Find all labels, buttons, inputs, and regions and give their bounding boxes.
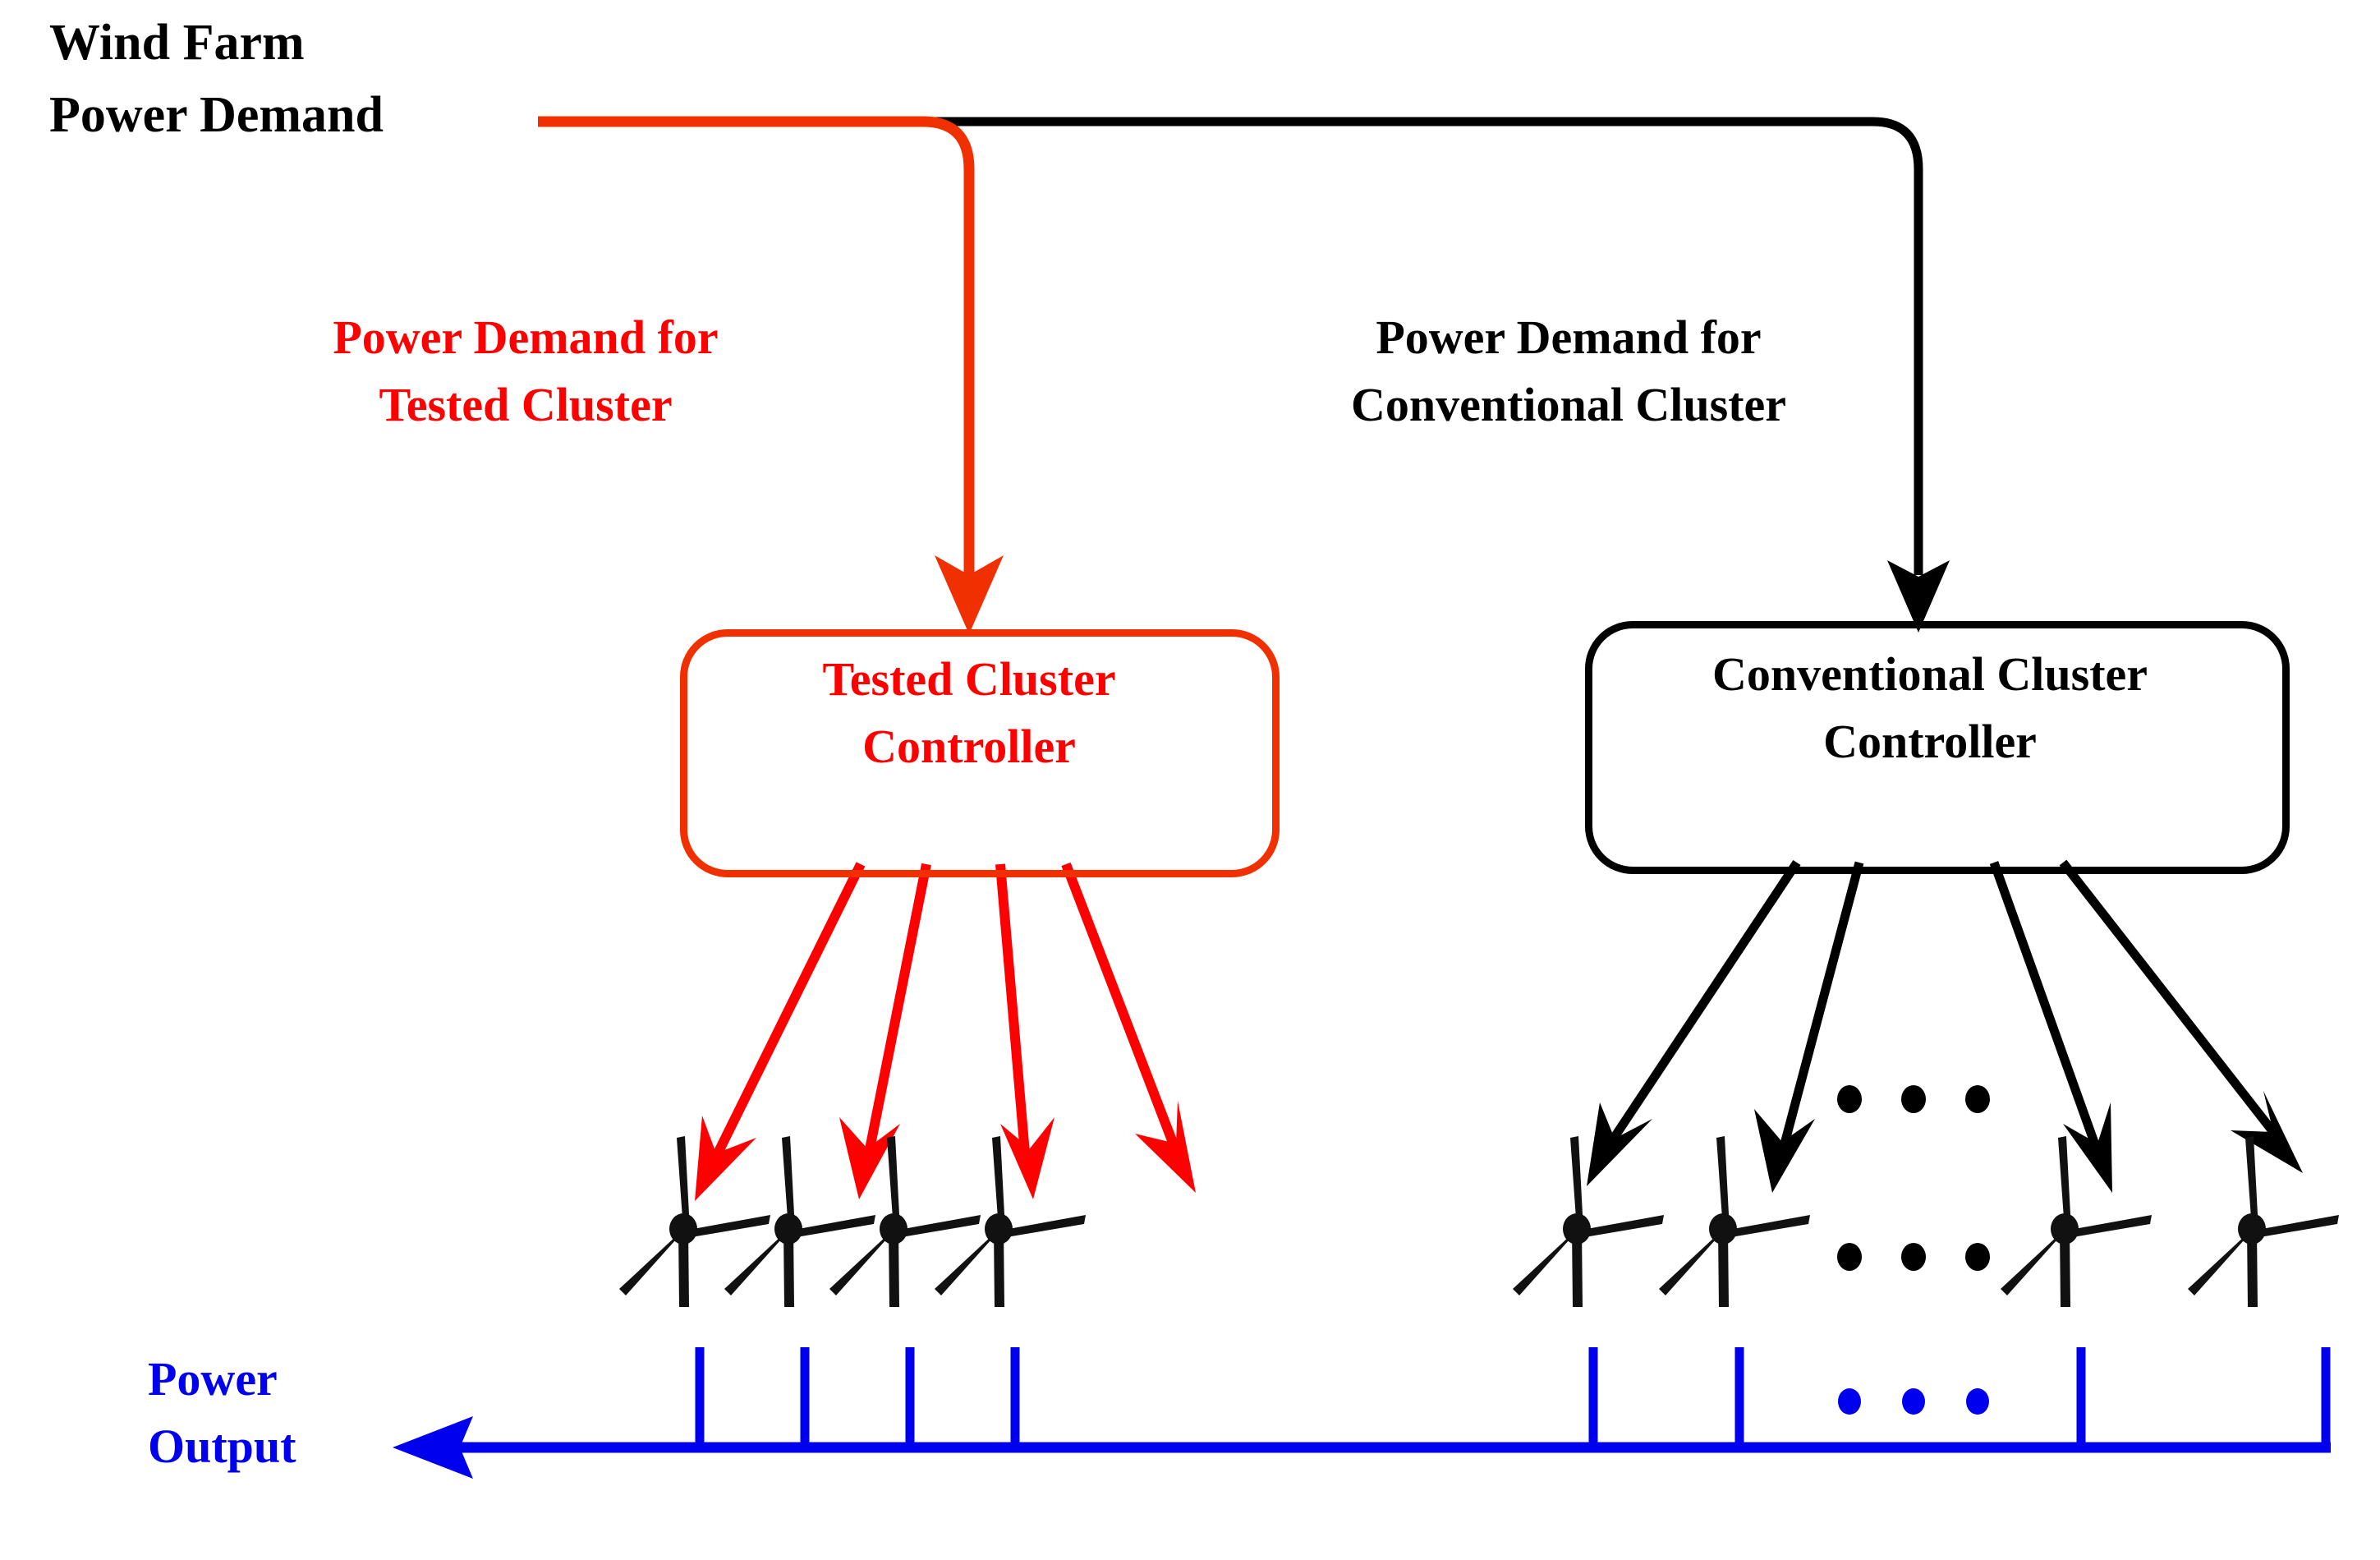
arrow-down-icon: [935, 555, 1004, 634]
arrow-down-icon: [1000, 1117, 1054, 1199]
black-demand-path: [903, 117, 1950, 633]
ellipsis-dots-icon: [1837, 1243, 1990, 1271]
arrow-down-icon: [839, 1117, 900, 1199]
tested-cluster-fanout: [695, 862, 1196, 1201]
wind-farm-power-demand-label: Wind Farm Power Demand: [49, 15, 384, 144]
conventional-cluster-controller-label: Conventional Cluster Controller: [1711, 647, 2148, 769]
arrow-down-icon: [2063, 1102, 2112, 1193]
conventional-cluster-fanout: [1587, 859, 2303, 1193]
power-output-bus: [393, 1347, 2331, 1479]
arrow-left-icon: [393, 1416, 473, 1479]
wind-turbine-icon: [2001, 1136, 2152, 1307]
red-demand-path: [538, 116, 1004, 634]
arrow-down-icon: [1135, 1101, 1196, 1193]
wind-turbine-icon: [2188, 1136, 2339, 1307]
arrow-down-icon: [2231, 1091, 2303, 1173]
conventional-cluster-controller-box[interactable]: [1585, 621, 2290, 874]
arrow-down-icon: [695, 1116, 756, 1201]
wind-turbine-icon: [1513, 1136, 1664, 1307]
wind-turbine-icon: [1659, 1136, 1810, 1307]
wind-turbine-icon: [829, 1136, 981, 1307]
power-demand-conventional-cluster-label: Power Demand for Conventional Cluster: [1350, 311, 1787, 432]
arrow-down-icon: [1887, 560, 1950, 633]
ellipsis-dots-icon: [1837, 1085, 1990, 1113]
arrow-down-icon: [1587, 1102, 1652, 1186]
power-demand-tested-cluster-label: Power Demand for Tested Cluster: [333, 311, 719, 432]
tested-cluster-controller-label: Tested Cluster Controller: [822, 652, 1116, 774]
wind-turbine-icon: [724, 1136, 875, 1307]
ellipsis-dots-icon: [1838, 1388, 1989, 1415]
arrow-down-icon: [1754, 1109, 1815, 1193]
wind-turbine-icon: [619, 1136, 770, 1307]
power-output-label: Power Output: [148, 1352, 296, 1474]
tested-cluster-controller-box[interactable]: [680, 629, 1280, 877]
wind-turbine-icon: [935, 1136, 1086, 1307]
